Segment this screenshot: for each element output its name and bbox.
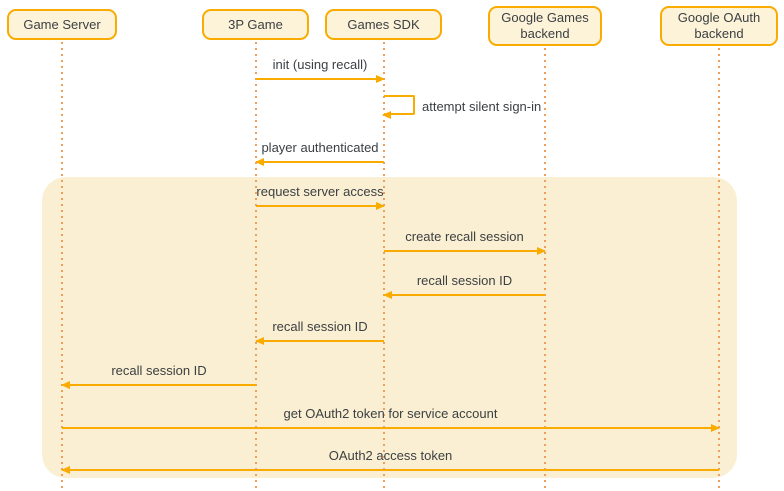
actor-label: Google Games backend bbox=[501, 10, 589, 41]
arrowhead-right-icon bbox=[711, 424, 720, 432]
message-arrow bbox=[255, 337, 384, 345]
message-player-authenticated: player authenticated bbox=[255, 140, 384, 166]
message-arrow bbox=[62, 424, 720, 432]
lifeline-games-sdk bbox=[383, 42, 385, 491]
actor-box-game-server: Game Server bbox=[7, 9, 117, 40]
message-arrow bbox=[383, 291, 545, 299]
arrowhead-left-icon bbox=[383, 291, 392, 299]
message-arrow bbox=[61, 466, 719, 474]
message-recall-session-id-3: recall session ID bbox=[61, 363, 256, 389]
actor-box-google-games-backend: Google Games backend bbox=[488, 6, 602, 46]
message-label: recall session ID bbox=[272, 319, 368, 334]
message-arrow bbox=[61, 381, 256, 389]
message-request-server-access: request server access bbox=[256, 184, 385, 210]
arrowhead-left-icon bbox=[255, 337, 264, 345]
message-label: OAuth2 access token bbox=[328, 448, 453, 463]
actor-box-games-sdk: Games SDK bbox=[325, 9, 442, 40]
actor-box-3p-game: 3P Game bbox=[202, 9, 309, 40]
lifeline-google-oauth-backend bbox=[718, 42, 720, 491]
lifeline-google-games-backend bbox=[544, 42, 546, 491]
message-label: get OAuth2 token for service account bbox=[283, 406, 498, 421]
message-attempt-silent-sign-in: attempt silent sign-in bbox=[382, 95, 541, 119]
message-label: init (using recall) bbox=[272, 57, 368, 72]
message-arrow bbox=[384, 247, 546, 255]
message-arrow bbox=[256, 75, 385, 83]
message-create-recall-session: create recall session bbox=[384, 229, 546, 255]
message-init: init (using recall) bbox=[256, 57, 385, 83]
message-get-oauth2-token: get OAuth2 token for service account bbox=[62, 406, 720, 432]
arrowhead-left-icon bbox=[382, 111, 391, 119]
message-arrow bbox=[255, 158, 384, 166]
message-label: recall session ID bbox=[111, 363, 207, 378]
actor-label: Games SDK bbox=[347, 16, 420, 32]
arrowhead-right-icon bbox=[537, 247, 546, 255]
message-label: create recall session bbox=[405, 229, 524, 244]
lifeline-3p-game bbox=[255, 42, 257, 491]
arrowhead-left-icon bbox=[255, 158, 264, 166]
arrowhead-left-icon bbox=[61, 466, 70, 474]
actor-label: Google OAuth backend bbox=[677, 10, 761, 41]
message-label: attempt silent sign-in bbox=[422, 99, 542, 114]
actor-label: Game Server bbox=[23, 16, 101, 32]
message-recall-session-id-2: recall session ID bbox=[255, 319, 384, 345]
arrowhead-right-icon bbox=[376, 202, 385, 210]
arrowhead-right-icon bbox=[376, 75, 385, 83]
arrowhead-left-icon bbox=[61, 381, 70, 389]
lifeline-game-server bbox=[61, 42, 63, 491]
message-label: player authenticated bbox=[261, 140, 379, 155]
message-label: request server access bbox=[256, 184, 384, 199]
message-recall-session-id-1: recall session ID bbox=[383, 273, 545, 299]
message-oauth2-access-token: OAuth2 access token bbox=[61, 448, 719, 474]
message-label: recall session ID bbox=[416, 273, 513, 288]
actor-box-google-oauth-backend: Google OAuth backend bbox=[660, 6, 778, 46]
message-arrow bbox=[256, 202, 385, 210]
actor-label: 3P Game bbox=[228, 16, 283, 32]
recall-session-region bbox=[42, 177, 737, 478]
